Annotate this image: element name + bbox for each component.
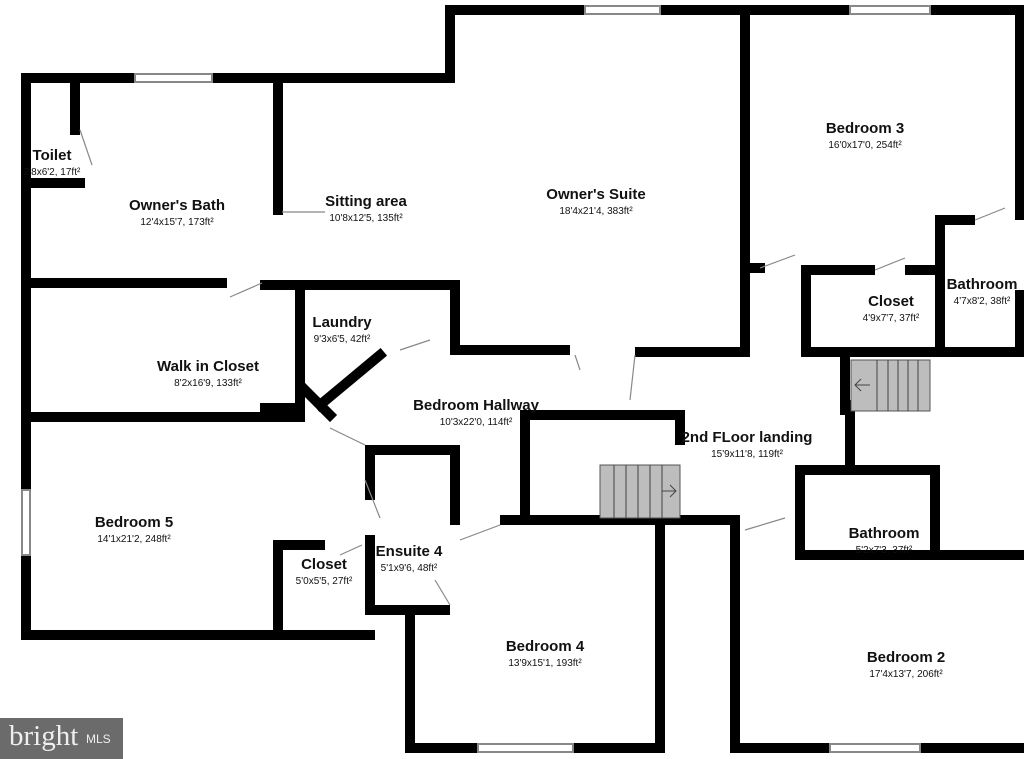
staircase-down[interactable] — [850, 359, 931, 412]
room-dimensions: 12'4x15'7, 173ft² — [140, 217, 214, 228]
room-name: Closet — [301, 556, 347, 573]
room-bedroom-2: Bedroom 2 17'4x13'7, 206ft² — [867, 649, 945, 680]
watermark-brand: bright — [9, 720, 79, 752]
room-owners-bath: Owner's Bath 12'4x15'7, 173ft² — [129, 197, 225, 228]
room-bedroom-4: Bedroom 4 13'9x15'1, 193ft² — [506, 638, 584, 669]
room-dimensions: 17'4x13'7, 206ft² — [869, 669, 943, 680]
room-ensuite-4: Ensuite 4 5'1x9'6, 48ft² — [376, 543, 443, 574]
watermark-suffix: MLS — [86, 732, 111, 746]
room-bedroom-3: Bedroom 3 16'0x17'0, 254ft² — [826, 120, 904, 151]
staircase-up[interactable] — [599, 464, 681, 519]
room-dimensions: 16'0x17'0, 254ft² — [828, 140, 902, 151]
room-owners-suite: Owner's Suite 18'4x21'4, 383ft² — [546, 186, 645, 217]
room-dimensions: 10'8x12'5, 135ft² — [329, 213, 403, 224]
room-dimensions: 18'4x21'4, 383ft² — [559, 206, 633, 217]
room-walk-in-closet: Walk in Closet 8'2x16'9, 133ft² — [157, 358, 259, 389]
room-dimensions: 13'9x15'1, 193ft² — [508, 658, 582, 669]
room-name: Owner's Suite — [546, 186, 646, 203]
room-name: Bedroom 3 — [825, 120, 905, 137]
windows — [21, 5, 931, 753]
room-dimensions: 8'2x16'9, 133ft² — [174, 378, 242, 389]
room-name: Bedroom 2 — [866, 649, 946, 666]
room-dimensions: 4'7x8'2, 38ft² — [953, 296, 1011, 307]
room-name: Bathroom — [848, 525, 920, 542]
room-bathroom-b2: Bathroom 5'2x7'3, 37ft² — [849, 525, 920, 556]
room-dimensions: 4'9x7'7, 37ft² — [862, 313, 920, 324]
room-dimensions: 9'3x6'5, 42ft² — [313, 334, 371, 345]
room-name: 2nd FLoor landing — [681, 429, 813, 446]
room-sitting-area: Sitting area 10'8x12'5, 135ft² — [325, 193, 407, 224]
room-closet-b3: Closet 4'9x7'7, 37ft² — [863, 293, 920, 324]
room-dimensions: 5'1x9'6, 48ft² — [380, 563, 438, 574]
room-name: Bedroom 5 — [94, 514, 174, 531]
room-dimensions: 10'3x22'0, 114ft² — [439, 417, 513, 428]
room-dimensions: 2'8x6'2, 17ft² — [23, 167, 81, 178]
room-dimensions: 15'9x11'8, 119ft² — [711, 449, 783, 460]
room-dimensions: 5'2x7'3, 37ft² — [855, 545, 913, 556]
room-name: Toilet — [32, 147, 72, 164]
room-name: Bathroom — [946, 276, 1018, 293]
room-name: Bedroom 4 — [505, 638, 585, 655]
room-name: Laundry — [312, 314, 372, 331]
room-name: Owner's Bath — [128, 197, 226, 214]
room-name: Walk in Closet — [157, 358, 259, 375]
room-bathroom-b3: Bathroom 4'7x8'2, 38ft² — [947, 276, 1018, 307]
room-dimensions: 14'1x21'2, 248ft² — [97, 534, 171, 545]
room-landing: 2nd FLoor landing 15'9x11'8, 119ft² — [682, 429, 813, 460]
room-name: Closet — [868, 293, 914, 310]
room-name: Bedroom Hallway — [413, 397, 539, 414]
door-swings — [79, 129, 1006, 606]
room-laundry: Laundry 9'3x6'5, 42ft² — [312, 314, 371, 345]
room-bedroom-5: Bedroom 5 14'1x21'2, 248ft² — [95, 514, 173, 545]
room-closet-b5: Closet 5'0x5'5, 27ft² — [296, 556, 353, 587]
room-dimensions: 5'0x5'5, 27ft² — [295, 576, 353, 587]
room-name: Ensuite 4 — [375, 543, 443, 560]
room-bedroom-hallway: Bedroom Hallway 10'3x22'0, 114ft² — [413, 397, 539, 428]
bright-mls-watermark: bright MLS — [0, 718, 123, 759]
room-name: Sitting area — [325, 193, 407, 210]
room-toilet: Toilet 2'8x6'2, 17ft² — [24, 147, 81, 178]
walls — [21, 5, 1024, 753]
